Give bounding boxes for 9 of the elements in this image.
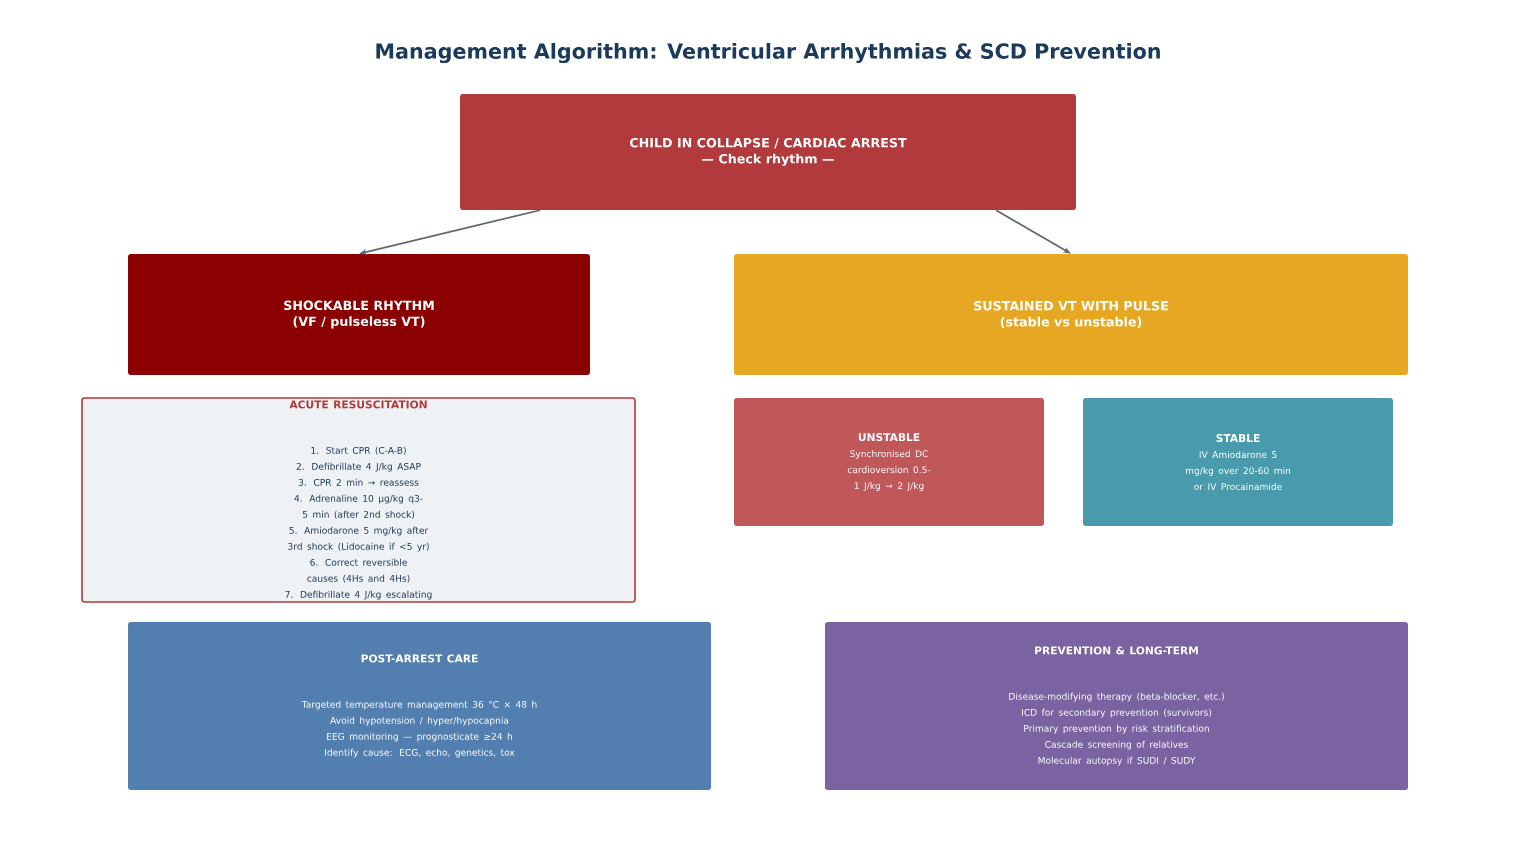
treatment-box: UNSTABLE Synchronised DC cardioversion 0.5-1 J/kg → 2 J/kg — [734, 398, 1044, 526]
rhythm-box: SHOCKABLE RHYTHM (VF / pulseless VT) — [128, 254, 590, 375]
care-box: PREVENTION & LONG-TERM Disease-modifying therapy (beta-blocker, etc.) ICD for secondary prevention (survivors) Primary prevention by risk stratification Cascade screening of relatives Molecular autopsy if SUDI / SUDY — [825, 622, 1408, 790]
title: Management Algorithm: Ventricular Arrhythmias & SCD Prevention — [376, 42, 1160, 64]
care-box: POST-ARREST CARE Targeted temperature management 36 °C × 48 h Avoid hypotension / hyper/hypocapnia EEG monitoring — prognosticate ≥24 h Identify cause: ECG, echo, genetics, tox — [128, 622, 711, 790]
protocol-panel: ACUTE RESUSCITATION 1. Start CPR (C-A-B) 2. Defibrillate 4 J/kg ASAP 3. CPR 2 min → reassess 4. Adrenaline 10 µg/kg q3-5 min (after 2nd shock) 5. Amiodarone 5 mg/kg after 3rd shock (Lidocaine if <5 yr) 6. Correct reversible causes (4Hs and 4Hs) 7. Defibrillate 4 J/kg escalating — [81, 397, 636, 603]
alert-box: CHILD IN COLLAPSE / CARDIAC ARREST — Check rhythm — — [460, 94, 1076, 210]
treatment-box: STABLE IV Amiodarone 5 mg/kg over 20-60 min or IV Procainamide — [1083, 398, 1393, 526]
rhythm-box: SUSTAINED VT WITH PULSE (stable vs unstable) — [734, 254, 1408, 375]
